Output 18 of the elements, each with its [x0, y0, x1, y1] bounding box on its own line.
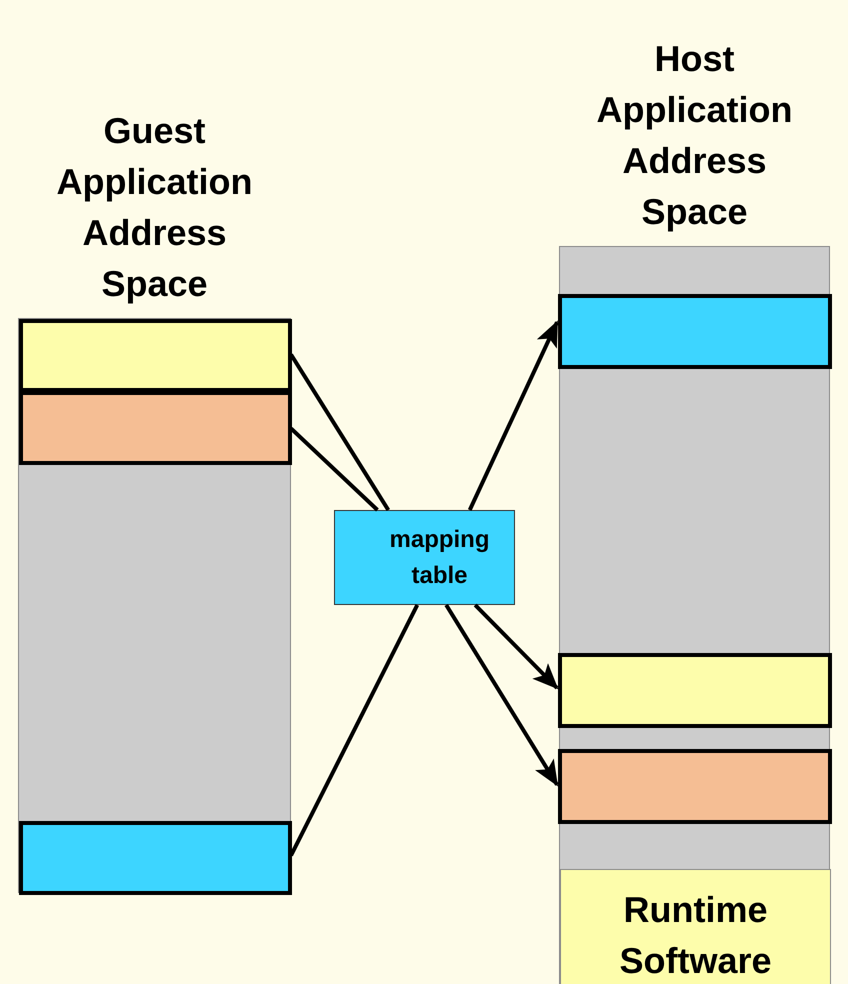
connector-line: [290, 427, 379, 512]
memory-block: [19, 391, 292, 465]
runtime-box: [560, 869, 831, 984]
memory-block: [558, 294, 832, 369]
arrow: [474, 604, 558, 690]
box-label: Runtime Software: [618, 888, 773, 983]
connector-line: [289, 353, 390, 512]
arrow: [468, 320, 559, 511]
column-heading: Host Application Address Space: [596, 37, 794, 234]
connector-line: [289, 604, 420, 856]
memory-block: [558, 653, 832, 728]
mapping-table-box: [334, 510, 515, 605]
memory-block: [558, 749, 832, 824]
memory-block: [19, 821, 292, 895]
box-label: mapping table: [388, 524, 490, 590]
column-heading: Guest Application Address Space: [56, 109, 254, 306]
memory-block: [19, 319, 292, 392]
arrow: [444, 604, 559, 786]
